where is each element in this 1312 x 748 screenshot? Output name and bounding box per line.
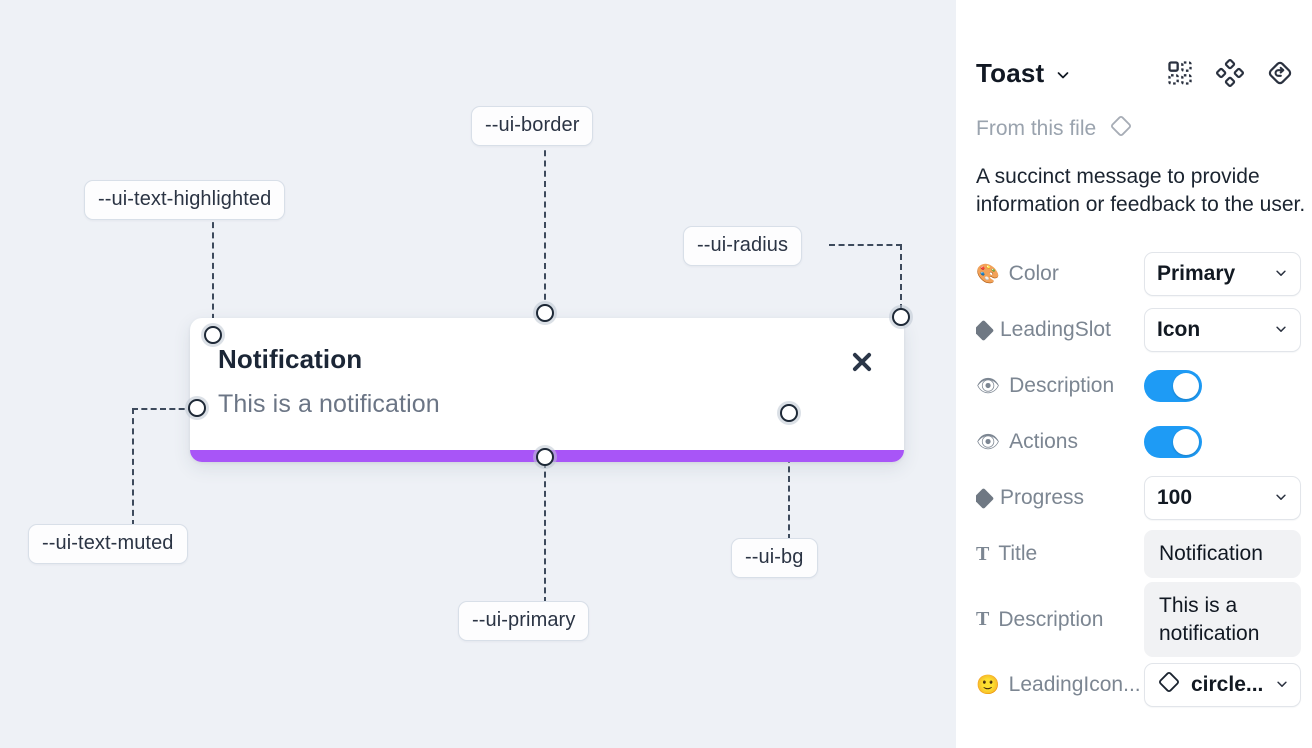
property-label-text: Actions bbox=[1009, 430, 1078, 453]
token-chip-ui-bg[interactable]: --ui-bg bbox=[731, 538, 818, 578]
property-row-progress: Progress 100 bbox=[976, 470, 1312, 526]
diamond-outline-icon bbox=[1156, 669, 1182, 701]
chevron-down-icon bbox=[1274, 262, 1288, 286]
property-label-leadingslot: LeadingSlot bbox=[976, 318, 1144, 342]
property-label-progress: Progress bbox=[976, 486, 1144, 510]
design-canvas: --ui-text-highlighted --ui-border --ui-r… bbox=[0, 0, 956, 748]
chevron-down-icon bbox=[1274, 486, 1288, 510]
toggle-knob bbox=[1173, 429, 1199, 455]
chevron-down-icon bbox=[1274, 318, 1288, 342]
component-instance-icon[interactable] bbox=[1215, 58, 1245, 88]
component-variants-icon[interactable] bbox=[1166, 59, 1194, 87]
property-label-text: LeadingSlot bbox=[1000, 318, 1111, 341]
anchor-ui-border[interactable] bbox=[536, 304, 554, 322]
chevron-down-icon[interactable] bbox=[1055, 67, 1071, 83]
toast-preview-card[interactable]: Notification This is a notification bbox=[190, 318, 904, 462]
connector-ui-text-highlighted bbox=[212, 212, 214, 330]
component-description: A succinct message to provide informatio… bbox=[976, 165, 1306, 216]
close-icon[interactable] bbox=[848, 348, 876, 376]
connector-ui-primary bbox=[544, 462, 546, 603]
connector-ui-radius-vertical bbox=[900, 244, 902, 310]
connector-ui-bg bbox=[788, 418, 790, 540]
toast-title: Notification bbox=[218, 344, 363, 374]
progress-select-value: 100 bbox=[1157, 486, 1193, 509]
diamond-icon bbox=[976, 487, 995, 509]
property-label-text: Description bbox=[1009, 374, 1115, 397]
property-label-title: T Title bbox=[976, 542, 1144, 566]
toast-description: This is a notification bbox=[218, 390, 440, 418]
anchor-ui-bg[interactable] bbox=[780, 404, 798, 422]
diamond-outline-icon bbox=[1108, 113, 1134, 144]
diamond-icon bbox=[976, 319, 995, 341]
color-select-value: Primary bbox=[1157, 262, 1236, 285]
token-chip-ui-text-muted[interactable]: --ui-text-muted bbox=[28, 524, 188, 564]
eye-emoji-icon: 👁 bbox=[976, 375, 1001, 397]
property-label-text: LeadingIcon... bbox=[1008, 673, 1141, 697]
property-label-description: 👁 Description bbox=[976, 374, 1144, 398]
palette-emoji-icon: 🎨 bbox=[976, 263, 1000, 285]
anchor-ui-text-muted[interactable] bbox=[188, 399, 206, 417]
progress-select[interactable]: 100 bbox=[1144, 476, 1301, 520]
eye-emoji-icon: 👁 bbox=[976, 431, 1001, 453]
smiley-emoji-icon: 🙂 bbox=[976, 674, 1000, 696]
color-select[interactable]: Primary bbox=[1144, 252, 1301, 296]
leadingicon-select[interactable]: circle... bbox=[1144, 663, 1301, 708]
panel-header: Toast bbox=[976, 52, 1304, 94]
properties-panel: Toast bbox=[956, 0, 1312, 748]
toggle-knob bbox=[1173, 373, 1199, 399]
token-chip-ui-text-highlighted[interactable]: --ui-text-highlighted bbox=[84, 180, 286, 220]
property-label-color: 🎨 Color bbox=[976, 262, 1144, 286]
connector-ui-text-muted-vertical bbox=[132, 408, 134, 526]
connector-ui-radius-horizontal bbox=[829, 244, 902, 246]
token-chip-ui-border[interactable]: --ui-border bbox=[471, 106, 594, 146]
property-label-text: Progress bbox=[1000, 486, 1085, 509]
anchor-ui-text-highlighted[interactable] bbox=[204, 326, 222, 344]
text-icon: T bbox=[976, 608, 990, 631]
panel-title: Toast bbox=[976, 57, 1045, 88]
property-row-actions-toggle: 👁 Actions bbox=[976, 414, 1312, 470]
property-row-title: T Title Notification bbox=[976, 526, 1312, 582]
token-chip-ui-radius[interactable]: --ui-radius bbox=[683, 226, 803, 266]
property-label-description-text: T Description bbox=[976, 608, 1144, 632]
token-chip-ui-primary[interactable]: --ui-primary bbox=[458, 601, 590, 641]
property-label-actions: 👁 Actions bbox=[976, 430, 1144, 454]
reset-component-icon[interactable] bbox=[1266, 59, 1294, 87]
connector-ui-text-muted-horizontal bbox=[132, 408, 194, 410]
leadingicon-select-value: circle... bbox=[1191, 673, 1264, 697]
property-list: 🎨 Color Primary bbox=[976, 246, 1312, 713]
anchor-ui-primary[interactable] bbox=[536, 448, 554, 466]
property-label-text: Color bbox=[1008, 262, 1059, 285]
anchor-ui-radius[interactable] bbox=[892, 308, 910, 326]
description-toggle[interactable] bbox=[1144, 370, 1202, 402]
property-row-leadingslot: LeadingSlot Icon bbox=[976, 302, 1312, 358]
property-row-description-toggle: 👁 Description bbox=[976, 358, 1312, 414]
property-row-description-text: T Description This is a notification bbox=[976, 582, 1312, 658]
leadingslot-select-value: Icon bbox=[1157, 318, 1201, 341]
from-this-file-label: From this file bbox=[976, 116, 1097, 140]
title-input[interactable]: Notification bbox=[1144, 530, 1301, 578]
panel-header-actions bbox=[1166, 58, 1304, 88]
from-this-file-row[interactable]: From this file bbox=[976, 113, 1134, 144]
leadingslot-select[interactable]: Icon bbox=[1144, 308, 1301, 352]
text-icon: T bbox=[976, 542, 990, 565]
property-label-text: Description bbox=[998, 607, 1104, 631]
connector-ui-border bbox=[544, 140, 546, 310]
property-row-leadingicon: 🙂 LeadingIcon... circle... bbox=[976, 657, 1312, 713]
actions-toggle[interactable] bbox=[1144, 426, 1202, 458]
property-label-text: Title bbox=[998, 542, 1038, 565]
property-label-leadingicon: 🙂 LeadingIcon... bbox=[976, 673, 1144, 697]
description-input[interactable]: This is a notification bbox=[1144, 582, 1301, 658]
chevron-down-icon bbox=[1275, 673, 1289, 697]
property-row-color: 🎨 Color Primary bbox=[976, 246, 1312, 302]
